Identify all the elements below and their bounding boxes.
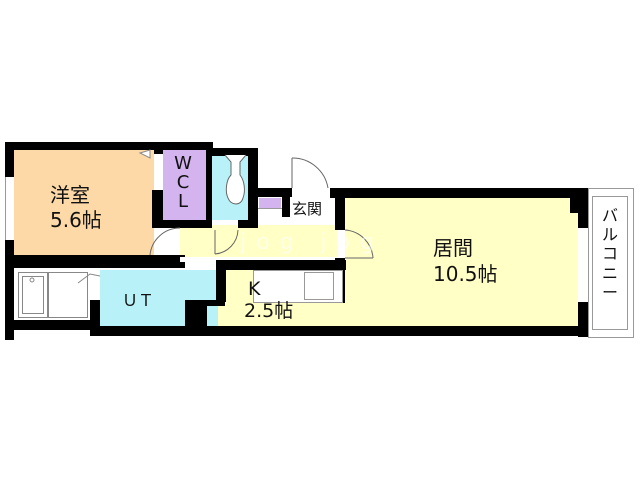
- bathroom: [14, 270, 90, 320]
- door-opening-living: [337, 230, 345, 258]
- entrance-floor: [290, 200, 335, 225]
- window-balcony: [578, 228, 588, 302]
- kitchen-size: 2.5帖: [244, 300, 294, 322]
- wall: [216, 260, 226, 302]
- entrance-name: 玄関: [292, 200, 323, 218]
- wall: [5, 142, 14, 177]
- wall: [5, 142, 213, 150]
- utility-name: ＵＴ: [122, 291, 155, 310]
- wall: [206, 142, 212, 228]
- wall: [90, 300, 100, 336]
- balcony-label: バ ル コ ニ ー: [597, 206, 623, 302]
- window-west: [5, 177, 14, 240]
- wall: [154, 142, 163, 154]
- wcl-letter: C: [176, 171, 190, 193]
- wall: [152, 190, 163, 228]
- wall: [206, 148, 258, 156]
- wcl-letter: L: [177, 190, 189, 212]
- wcl-letter: W: [174, 153, 192, 174]
- bathtub: [18, 272, 48, 318]
- balcony-inner: [592, 196, 628, 330]
- living-room-size: 10.5帖: [433, 262, 498, 286]
- balcony-letter: ー: [601, 282, 618, 302]
- kitchen-name: K: [248, 278, 261, 300]
- entrance-step: [258, 208, 282, 225]
- wall: [216, 260, 346, 270]
- wall: [282, 197, 290, 217]
- watermark: jog jog: [240, 230, 385, 255]
- wall: [330, 188, 590, 198]
- wall: [238, 220, 258, 228]
- living-room: [345, 198, 578, 326]
- balcony-letter: バ: [601, 206, 618, 225]
- wcl-label: W C L: [168, 153, 198, 212]
- door-opening: [180, 257, 216, 262]
- wall: [258, 188, 292, 197]
- western-room: [14, 150, 154, 255]
- hallway: [180, 225, 340, 257]
- wall: [5, 320, 100, 330]
- wall: [335, 188, 345, 230]
- wall: [5, 240, 14, 340]
- balcony-letter: コ: [601, 244, 618, 264]
- living-room-name: 居間: [433, 236, 473, 260]
- wcl-room: [163, 150, 206, 220]
- balcony-letter: ル: [601, 225, 618, 245]
- bath-area: [48, 272, 88, 318]
- kitchen-sink: [304, 272, 334, 300]
- wall: [5, 255, 185, 268]
- western-room-size: 5.6帖: [50, 208, 102, 232]
- balcony-letter: ニ: [601, 263, 618, 283]
- wall: [185, 300, 207, 336]
- wall: [248, 148, 258, 228]
- kitchen-counter: [253, 270, 343, 303]
- wall: [152, 220, 212, 228]
- wall: [92, 326, 590, 336]
- western-room-name: 洋室: [50, 183, 90, 207]
- shoe-storage: [259, 198, 281, 208]
- bathtub-inner: [22, 276, 44, 314]
- wall: [578, 188, 590, 228]
